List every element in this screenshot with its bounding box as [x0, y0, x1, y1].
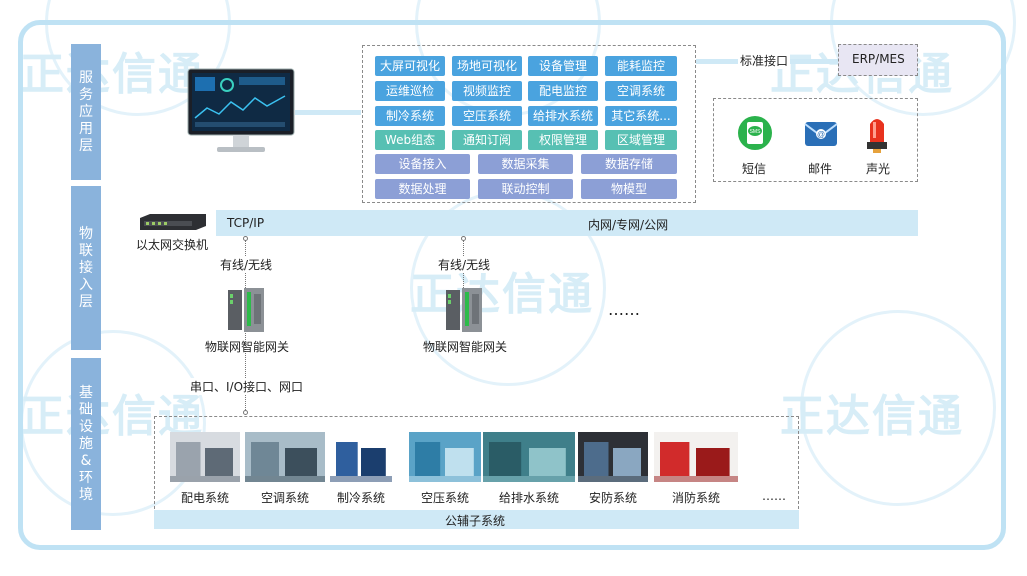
sms-icon: SMS [736, 114, 774, 152]
subsystem-photo-4 [483, 432, 575, 482]
gateway-icon-2 [444, 288, 488, 332]
monitor-connector [295, 110, 361, 115]
platform-module-1-2[interactable]: 物模型 [581, 179, 677, 199]
erp-mes-label: ERP/MES [852, 52, 905, 66]
module-0-1[interactable]: 场地可视化 [452, 56, 522, 76]
app-modules-box [362, 45, 696, 203]
subsystem-photo-2 [330, 432, 392, 482]
module-1-1[interactable]: 视频监控 [452, 81, 522, 101]
watermark-1: 正达信通 [20, 49, 204, 100]
platform-module-1-0[interactable]: 数据处理 [375, 179, 470, 199]
module-3-0[interactable]: Web组态 [375, 130, 445, 150]
module-2-2[interactable]: 给排水系统 [528, 106, 598, 126]
alerts-box [713, 98, 918, 182]
module-3-3[interactable]: 区域管理 [605, 130, 677, 150]
alert-label-sms: 短信 [742, 162, 767, 176]
subsystem-label-1: 空调系统 [260, 491, 309, 505]
gateway-label-2: 物联网智能网关 [423, 340, 508, 354]
platform-module-1-1[interactable]: 联动控制 [478, 179, 573, 199]
gateway-ellipsis: …… [608, 300, 640, 319]
interfaces-label: 串口、I/O接口、网口 [190, 378, 304, 395]
subsystem-label-0: 配电系统 [180, 491, 229, 505]
module-1-2[interactable]: 配电监控 [528, 81, 598, 101]
email-icon: @ [802, 114, 840, 152]
subsystem-photo-6 [654, 432, 738, 482]
network-scope-label: 内网/专网/公网 [588, 218, 669, 232]
module-2-1[interactable]: 空压系统 [452, 106, 522, 126]
alarm-light-icon [864, 112, 890, 154]
subsystem-label-4: 给排水系统 [498, 491, 559, 505]
svg-text:@: @ [817, 130, 825, 139]
gateway-label-1: 物联网智能网关 [205, 340, 290, 354]
subsystem-label-6: 消防系统 [671, 491, 720, 505]
module-2-0[interactable]: 制冷系统 [375, 106, 445, 126]
subsystem-label-2: 制冷系统 [336, 491, 385, 505]
alert-label-email: 邮件 [808, 162, 833, 176]
platform-module-0-0[interactable]: 设备接入 [375, 154, 470, 174]
module-0-0[interactable]: 大屏可视化 [375, 56, 445, 76]
switch-label: 以太网交换机 [136, 238, 209, 252]
module-3-1[interactable]: 通知订阅 [452, 130, 522, 150]
node-dot-3 [243, 410, 248, 415]
bottom-bar-label: 公辅子系统 [445, 514, 506, 528]
module-0-2[interactable]: 设备管理 [528, 56, 598, 76]
subsystem-photo-1 [245, 432, 325, 482]
wired-label-2: 有线/无线 [438, 256, 491, 273]
network-tcp-label: TCP/IP [227, 216, 265, 230]
layer-infrastructure: 基础设施&环境 [71, 358, 101, 530]
monitor-dashboard-icon [187, 68, 295, 156]
module-2-3[interactable]: 其它系统... [605, 106, 677, 126]
outer-frame [18, 20, 1006, 550]
module-1-3[interactable]: 空调系统 [605, 81, 677, 101]
watermark-5: 正达信通 [780, 391, 964, 442]
platform-module-0-1[interactable]: 数据采集 [478, 154, 573, 174]
gateway-icon-1 [226, 288, 270, 332]
subsystem-label-5: 安防系统 [588, 491, 637, 505]
subsystem-photo-3 [409, 432, 481, 482]
svg-text:SMS: SMS [750, 129, 762, 135]
interface-label: 标准接口 [738, 52, 791, 69]
alert-label-alarm: 声光 [866, 162, 891, 176]
erp-mes-box[interactable] [838, 44, 918, 76]
subsystem-photo-0 [170, 432, 240, 482]
layer-iot-access: 物联接入层 [71, 186, 101, 350]
platform-module-0-2[interactable]: 数据存储 [581, 154, 677, 174]
subsystem-label-3: 空压系统 [420, 491, 469, 505]
ethernet-switch-icon [138, 214, 208, 230]
subsystems-ellipsis: …… [762, 489, 786, 503]
module-0-3[interactable]: 能耗监控 [605, 56, 677, 76]
layer-service: 服务应用层 [71, 44, 101, 180]
wired-label-1: 有线/无线 [220, 256, 273, 273]
subsystem-photo-5 [578, 432, 648, 482]
module-3-2[interactable]: 权限管理 [528, 130, 598, 150]
bottom-bar [154, 510, 799, 529]
network-bar [216, 210, 918, 236]
watermark-3: 正达信通 [410, 269, 594, 320]
module-1-0[interactable]: 运维巡检 [375, 81, 445, 101]
